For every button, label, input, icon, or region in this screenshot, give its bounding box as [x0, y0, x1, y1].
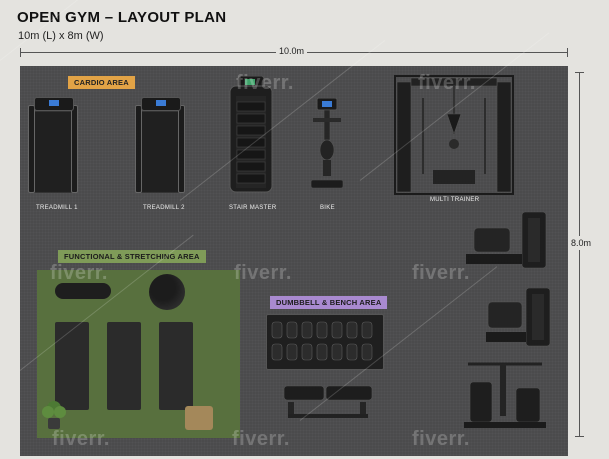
yoga-mat — [107, 322, 141, 410]
plant-icon — [42, 401, 66, 429]
towel-basket — [185, 406, 213, 430]
lat-machine — [466, 212, 547, 269]
treadmill-rail — [28, 105, 35, 193]
treadmill-2-label: TREADMILL 2 — [143, 205, 185, 211]
dumbbell-area-label: DUMBBELL & BENCH AREA — [270, 296, 388, 309]
chest-press-machine — [486, 288, 551, 347]
width-dimension-line — [575, 72, 584, 437]
length-dimension-label: 10.0m — [276, 46, 308, 56]
page-title: OPEN GYM – LAYOUT PLAN — [17, 9, 227, 26]
functional-area-label: FUNCTIONAL & STRETCHING AREA — [58, 250, 206, 263]
treadmill-rail — [178, 105, 185, 193]
multi-trainer — [394, 75, 514, 195]
weight-bench — [283, 385, 373, 418]
treadmill-console — [34, 97, 74, 111]
treadmill-2 — [133, 97, 187, 193]
treadmill-console — [141, 97, 181, 111]
yoga-mat — [55, 322, 89, 410]
width-dimension-label: 8.0m — [571, 236, 592, 250]
smith-machine — [464, 362, 546, 428]
stair-master-label: STAIR MASTER — [229, 205, 277, 211]
exercise-ball — [149, 274, 185, 310]
treadmill-belt — [34, 111, 74, 193]
turf-stretching-area — [37, 270, 240, 438]
treadmill-1 — [26, 97, 80, 193]
console-screen — [49, 100, 59, 106]
cardio-area-label: CARDIO AREA — [68, 76, 135, 89]
treadmill-1-label: TREADMILL 1 — [36, 205, 78, 211]
console-screen — [156, 100, 166, 106]
page-subtitle: 10m (L) x 8m (W) — [18, 30, 104, 42]
treadmill-belt — [141, 111, 181, 193]
stair-master — [229, 76, 273, 193]
treadmill-rail — [71, 105, 78, 193]
dumbbells-icon — [271, 321, 373, 361]
foam-roller — [55, 283, 111, 299]
treadmill-rail — [135, 105, 142, 193]
bike-label: BIKE — [320, 205, 335, 211]
bike — [310, 98, 344, 189]
multi-trainer-label: MULTI TRAINER — [430, 197, 480, 203]
yoga-mat — [159, 322, 193, 410]
